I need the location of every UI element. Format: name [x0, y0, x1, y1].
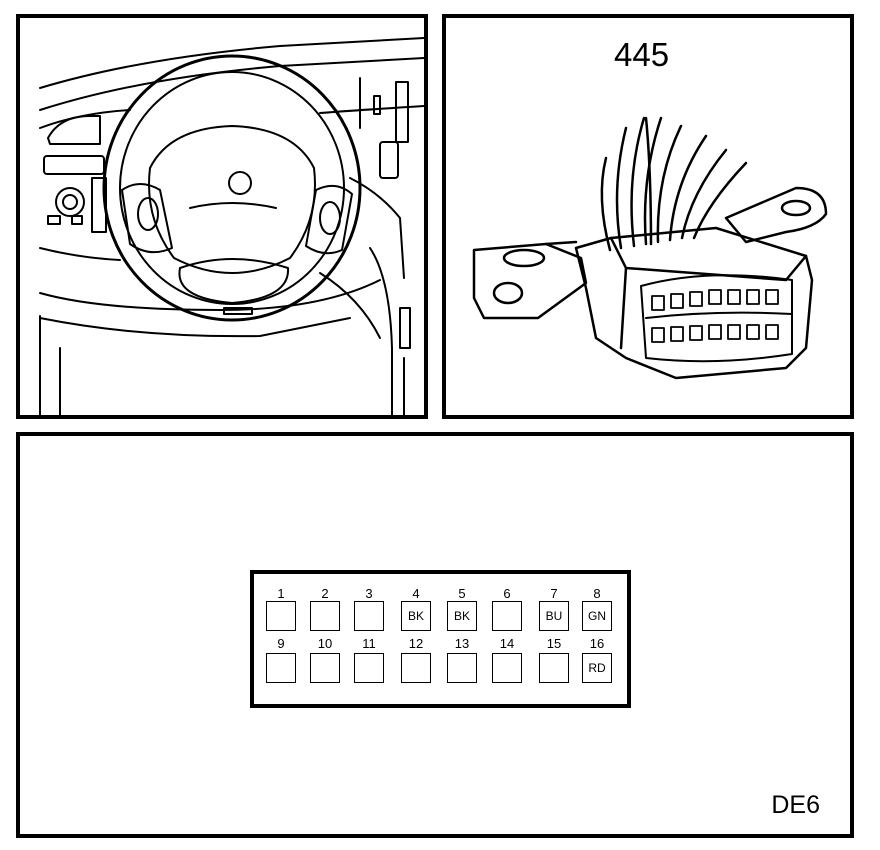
pin-cavity: BU [539, 601, 569, 631]
diagram-code: DE6 [771, 791, 820, 819]
pin-cavity [539, 653, 569, 683]
pin-number: 7 [550, 586, 558, 601]
pin-cavity: RD [582, 653, 612, 683]
pin-cavity: BK [447, 601, 477, 631]
pin-cavity [310, 601, 340, 631]
pin-number: 5 [458, 586, 466, 601]
pin-number: 4 [412, 586, 420, 601]
pin-number: 10 [317, 636, 333, 651]
pin-cavity [354, 601, 384, 631]
dashboard-illustration [39, 37, 424, 415]
pin-cavity [354, 653, 384, 683]
pin-number: 3 [365, 586, 373, 601]
pin-number: 14 [499, 636, 515, 651]
wire-color-label: GN [588, 609, 606, 623]
wire-color-label: RD [588, 661, 606, 675]
pin-cavity [401, 653, 431, 683]
pin-number: 11 [362, 636, 376, 651]
pin-cavity: BK [401, 601, 431, 631]
pin-cavity [492, 601, 522, 631]
pin-cavity [310, 653, 340, 683]
pin-number: 16 [589, 636, 605, 651]
pin-number: 6 [503, 586, 511, 601]
pin-number: 12 [408, 636, 424, 651]
pin-number: 2 [321, 586, 329, 601]
pin-cavity: GN [582, 601, 612, 631]
dashboard-location-panel [16, 14, 428, 419]
wire-color-label: BK [407, 609, 424, 623]
pin-cavity [266, 653, 296, 683]
pin-number: 13 [454, 636, 470, 651]
wire-color-label: BU [545, 609, 563, 623]
pin-cavity [492, 653, 522, 683]
pin-cavity [447, 653, 477, 683]
pin-number: 8 [593, 586, 601, 601]
pin-number: 1 [277, 586, 285, 601]
wire-color-label: BK [453, 609, 470, 623]
connector-view-panel: 445 [442, 14, 854, 419]
connector-illustration [472, 116, 828, 380]
reference-number: 445 [614, 36, 670, 73]
pin-number: 15 [546, 636, 562, 651]
pin-number: 9 [277, 636, 285, 651]
pin-cavity [266, 601, 296, 631]
